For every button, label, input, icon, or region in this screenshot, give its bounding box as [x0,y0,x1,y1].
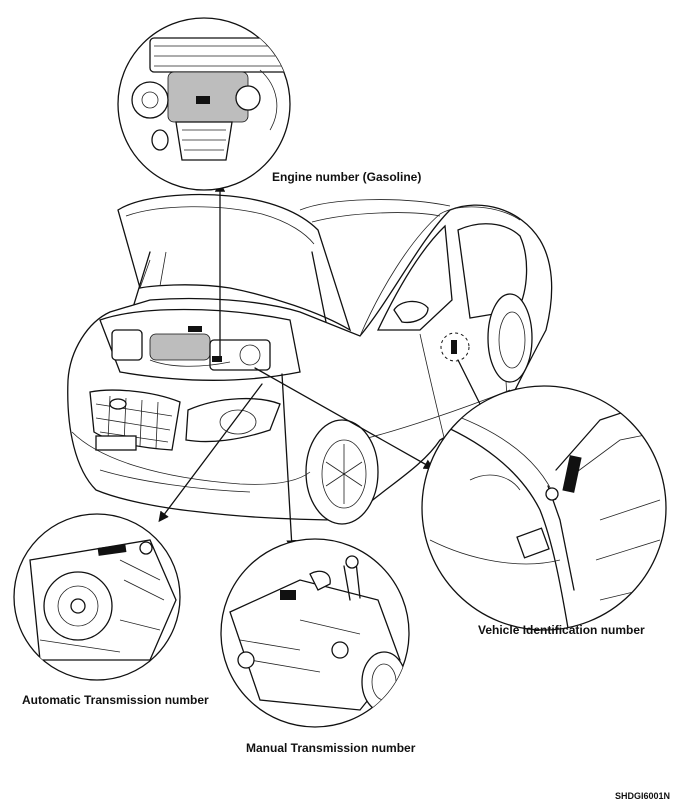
manual-transmission-inset [220,538,410,728]
vin-inset [421,385,667,631]
arrow-manual [281,373,297,551]
automatic-transmission-label: Automatic Transmission number [22,693,209,707]
arrow-automatic [158,383,263,523]
automatic-transmission-inset [13,513,181,681]
manual-transmission-label: Manual Transmission number [246,741,416,755]
arrow-engine-to-vin [254,367,435,470]
vin-label: Vehicle Identification number [478,623,645,637]
engine-number-label: Engine number (Gasoline) [272,170,422,184]
figure-code: SHDGI6001N [614,791,670,801]
car-illustration [67,193,553,525]
engine-inset [117,17,291,191]
callout-arrows [158,181,553,619]
